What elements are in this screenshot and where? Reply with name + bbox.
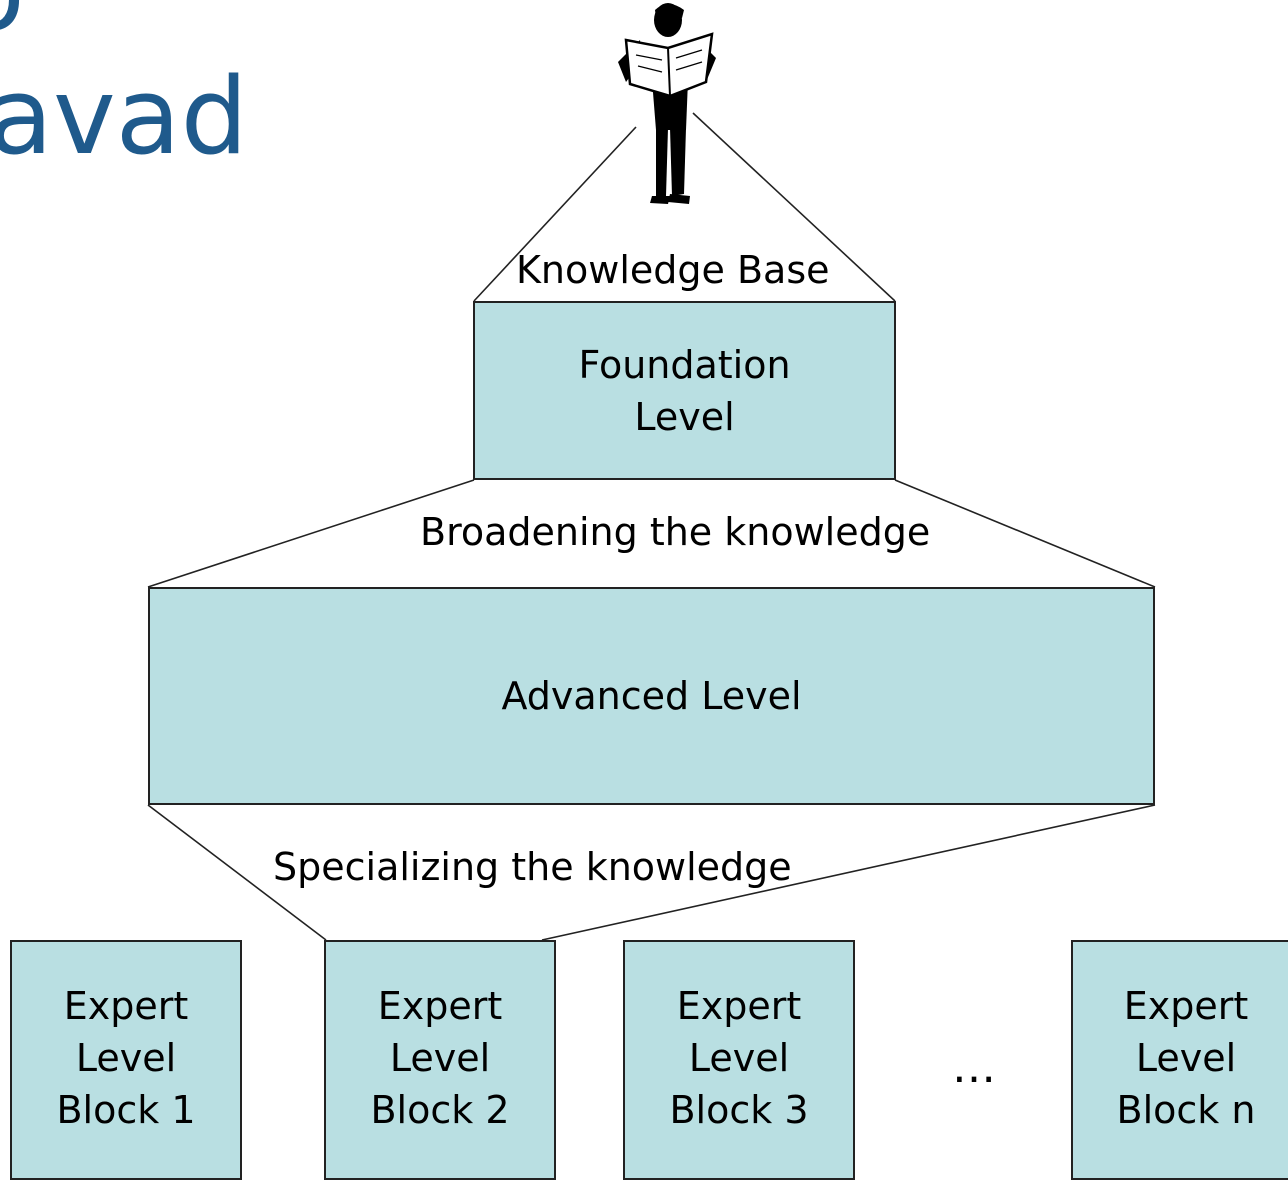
knowledge-base-label: Knowledge Base: [516, 248, 830, 292]
expert-block-label: Expert Level Block 3: [669, 984, 809, 1132]
connector-kb-right: [692, 112, 896, 302]
expert-block-label: Expert Level Block 2: [370, 984, 510, 1132]
advanced-level-label: Advanced Level: [501, 674, 802, 718]
expert-block-label: Expert Level Block n: [1116, 984, 1256, 1132]
broadening-label: Broadening the knowledge: [420, 510, 931, 554]
connector-special-right: [541, 804, 1156, 941]
slide-title-fragment: avad: [0, 55, 248, 178]
foundation-level-label: Foundation Level: [578, 342, 791, 439]
foundation-level-box: Foundation Level: [473, 301, 896, 480]
connector-special-left: [147, 804, 327, 941]
expert-block-2: Expert Level Block 2: [324, 940, 556, 1180]
connector-broaden-right: [894, 479, 1156, 588]
expert-block-n: Expert Level Block n: [1071, 940, 1288, 1180]
more-blocks-ellipsis: …: [952, 1042, 998, 1093]
connector-broaden-left: [147, 479, 475, 588]
expert-block-label: Expert Level Block 1: [56, 984, 196, 1132]
connector-kb-left: [473, 126, 637, 302]
advanced-level-box: Advanced Level: [148, 587, 1155, 805]
expert-block-3: Expert Level Block 3: [623, 940, 855, 1180]
person-reading-newspaper-icon: [618, 3, 716, 204]
specializing-label: Specializing the knowledge: [273, 845, 792, 889]
slide-title-fragment-top: o: [0, 0, 25, 46]
expert-block-1: Expert Level Block 1: [10, 940, 242, 1180]
